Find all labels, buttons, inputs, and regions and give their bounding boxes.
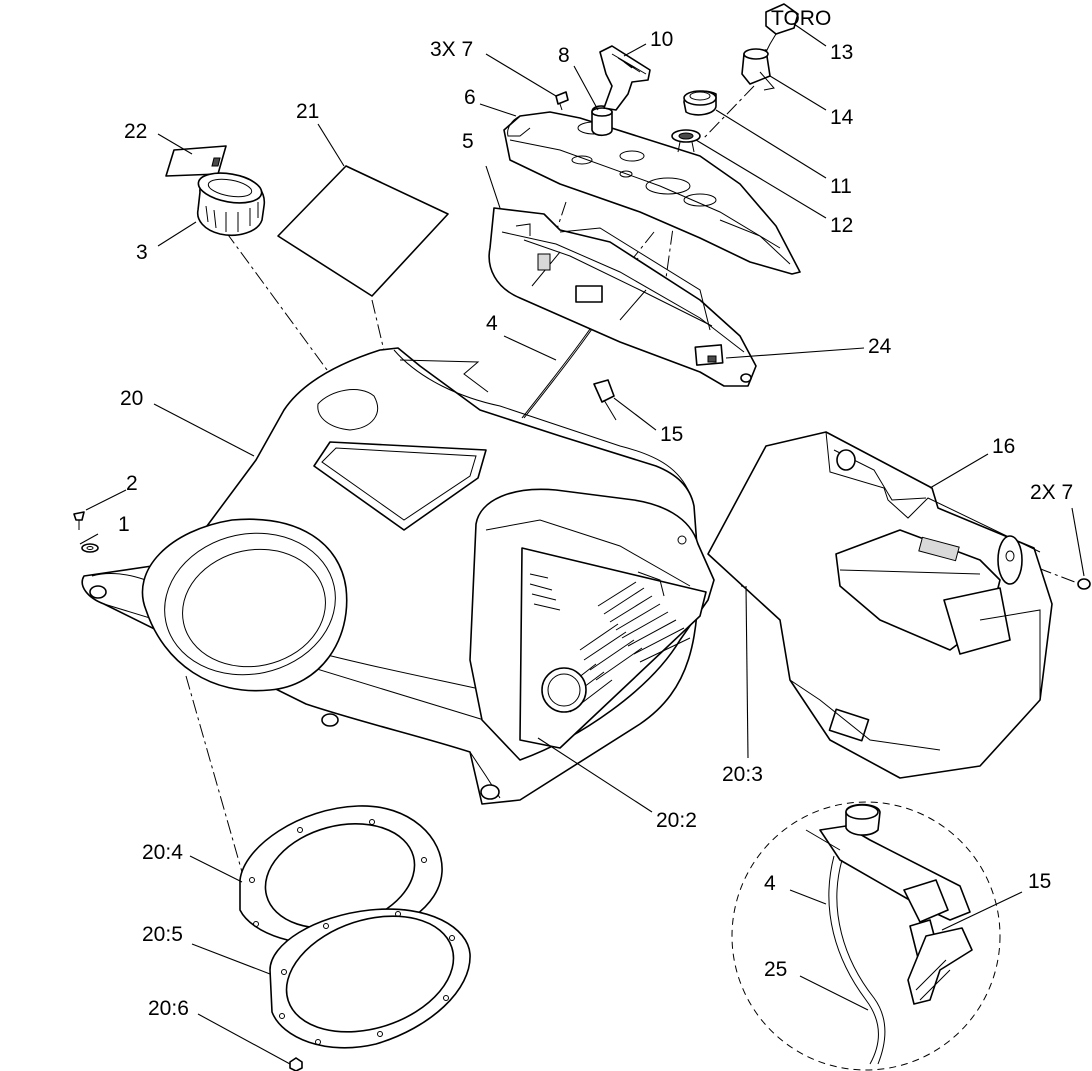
callout-21: 21 <box>296 100 319 123</box>
console-sticker <box>537 253 551 271</box>
switch-12 <box>671 129 701 153</box>
leader-25 <box>799 975 869 1011</box>
leader-4 <box>503 335 557 361</box>
callout-10: 10 <box>650 28 673 51</box>
callout-4b: 4 <box>764 872 776 895</box>
callout-20-2: 20:2 <box>656 809 697 832</box>
key-label: TORO <box>771 7 831 30</box>
leader-20-2 <box>537 737 653 813</box>
washer-1 <box>81 543 99 553</box>
callout-20-6: 20:6 <box>148 997 189 1020</box>
alignment-line-side-screw <box>1037 567 1081 585</box>
leader-20-4 <box>189 855 243 883</box>
callout-2: 2 <box>126 472 138 495</box>
callout-15: 15 <box>660 423 683 446</box>
side-panel <box>707 431 1053 779</box>
leader-5 <box>485 165 501 209</box>
callout-20: 20 <box>120 387 143 410</box>
leader-3 <box>157 221 197 247</box>
key-switch <box>741 48 775 91</box>
leader-2x7 <box>1071 507 1085 577</box>
callout-3: 3 <box>136 241 148 264</box>
leader-20 <box>153 403 255 457</box>
screw-2 <box>73 511 85 530</box>
screw-2x7 <box>1077 578 1091 590</box>
callouts: 1 2 3 3X 7 4 4 5 6 8 10 11 12 13 14 15 1… <box>118 28 1073 1020</box>
callout-2x7: 2X 7 <box>1030 481 1073 504</box>
leader-2 <box>85 489 127 511</box>
leader-20-5 <box>191 943 271 975</box>
decal-21 <box>277 165 449 297</box>
console-cover <box>503 111 801 275</box>
leader-15b <box>941 891 1023 931</box>
console-base <box>488 207 757 387</box>
leader-8 <box>573 65 599 111</box>
callout-24: 24 <box>868 335 892 358</box>
callout-14: 14 <box>830 106 854 129</box>
leader-15 <box>613 397 657 431</box>
decal-22-mark <box>211 157 221 167</box>
main-housing <box>81 347 715 805</box>
decal-22 <box>165 145 227 177</box>
leader-20-3 <box>745 585 749 759</box>
callout-20-4: 20:4 <box>142 841 183 864</box>
ignition-key: TORO <box>765 3 831 53</box>
leader-11 <box>715 109 827 179</box>
leader-22 <box>157 133 193 155</box>
callout-22: 22 <box>124 120 147 143</box>
leader-4b <box>789 889 827 905</box>
callout-5: 5 <box>462 130 474 153</box>
callout-6: 6 <box>464 86 476 109</box>
fuel-cap <box>196 172 266 236</box>
screw-3x7 <box>555 91 569 111</box>
alignment-line-key-switch <box>701 85 755 141</box>
callout-20-5: 20:5 <box>142 923 183 946</box>
callout-12: 12 <box>830 214 853 237</box>
leader-24 <box>725 347 865 359</box>
leader-1 <box>79 533 99 545</box>
leader-3x7 <box>485 53 557 97</box>
callout-8: 8 <box>558 44 570 67</box>
detail-inset <box>731 801 1001 1071</box>
callout-13: 13 <box>830 41 853 64</box>
callout-15b: 15 <box>1028 870 1051 893</box>
callout-20-3: 20:3 <box>722 763 763 786</box>
leader-21 <box>317 123 345 167</box>
leader-13 <box>793 23 827 47</box>
connector-15 <box>593 379 617 421</box>
callout-11: 11 <box>830 175 852 198</box>
callout-3x7: 3X 7 <box>430 38 473 61</box>
leader-10 <box>623 43 647 57</box>
callout-25: 25 <box>764 958 787 981</box>
leader-lines <box>79 23 1085 1065</box>
leader-6 <box>479 103 517 117</box>
nut-20-6 <box>289 1057 303 1071</box>
leader-20-6 <box>197 1013 291 1065</box>
callout-4: 4 <box>486 312 498 335</box>
plate-20-5 <box>269 908 471 1049</box>
callout-16: 16 <box>992 435 1015 458</box>
leader-12 <box>695 139 827 219</box>
leader-14 <box>769 75 827 111</box>
t-handle <box>599 45 651 111</box>
knob-collar <box>591 105 613 137</box>
leader-16 <box>929 453 989 489</box>
choke-knob <box>683 90 717 116</box>
callout-1: 1 <box>118 513 130 536</box>
